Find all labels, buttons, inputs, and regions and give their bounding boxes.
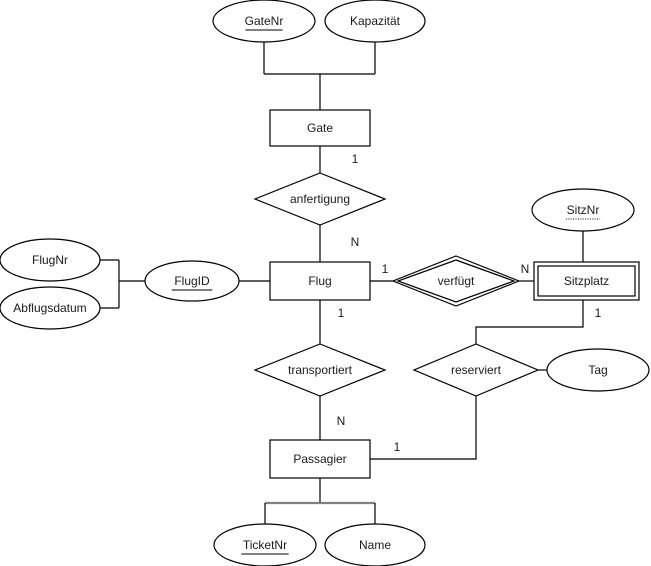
attribute-label: SitzNr (567, 203, 600, 217)
connector-reserviert-to-passagier (370, 396, 477, 460)
relationship-anfertigung[interactable]: anfertigung (253, 172, 387, 226)
attribute-label: TicketNr (243, 538, 287, 552)
cardinality-anfertigung-flug: N (351, 235, 360, 249)
attribute-label: Abflugsdatum (13, 301, 86, 315)
cardinality-transportiert-passagier: N (337, 414, 346, 428)
connectors-layer (100, 42, 584, 524)
attribute-kapazitaet[interactable]: Kapazität (324, 0, 426, 43)
attribute-label: Kapazität (350, 14, 401, 28)
cardinality-sitzplatz-reserviert: 1 (595, 306, 602, 320)
cardinality-passagier-reserviert: 1 (394, 440, 401, 454)
attribute-sitznr[interactable]: SitzNr (531, 188, 635, 232)
entity-label: Flug (308, 274, 331, 288)
attribute-label: FlugID (174, 274, 210, 288)
relationship-reserviert[interactable]: reserviert (412, 343, 540, 397)
entity-label: Gate (307, 121, 333, 135)
entity-flug[interactable]: Flug (269, 261, 371, 301)
cardinality-verfuegt-sitzplatz: N (521, 262, 530, 276)
relationship-transportiert[interactable]: transportiert (253, 343, 387, 397)
attribute-gatenr[interactable]: GateNr (212, 0, 316, 43)
attribute-tag[interactable]: Tag (546, 348, 650, 392)
attribute-ticketnr[interactable]: TicketNr (213, 523, 317, 566)
cardinality-gate-anfertigung: 1 (352, 152, 359, 166)
relationship-verfuegt[interactable]: verfügt (391, 255, 521, 307)
connector-sitzplatz-to-reserviert (475, 300, 584, 344)
relationship-label: reserviert (451, 363, 502, 377)
entity-passagier[interactable]: Passagier (269, 439, 371, 479)
attribute-label: FlugNr (32, 253, 68, 267)
entity-sitzplatz[interactable]: Sitzplatz (533, 261, 640, 301)
cardinality-flug-verfuegt: 1 (382, 262, 389, 276)
attribute-label: GateNr (245, 14, 284, 28)
attribute-flugid[interactable]: FlugID (144, 260, 240, 302)
relationship-label: anfertigung (290, 192, 350, 206)
relationship-label: transportiert (288, 363, 353, 377)
relationships-layer: anfertigung verfügt transportiert reservier… (253, 172, 540, 397)
attribute-label: Name (359, 538, 391, 552)
attribute-abflugsdatum[interactable]: Abflugsdatum (0, 286, 101, 330)
entity-gate[interactable]: Gate (269, 109, 371, 147)
attribute-flugnr[interactable]: FlugNr (0, 238, 101, 282)
relationship-label: verfügt (438, 274, 475, 288)
entity-label: Passagier (293, 452, 346, 466)
attribute-label: Tag (588, 363, 607, 377)
attribute-name[interactable]: Name (324, 523, 426, 566)
cardinality-flug-transportiert: 1 (338, 306, 345, 320)
entity-label: Sitzplatz (564, 274, 609, 288)
